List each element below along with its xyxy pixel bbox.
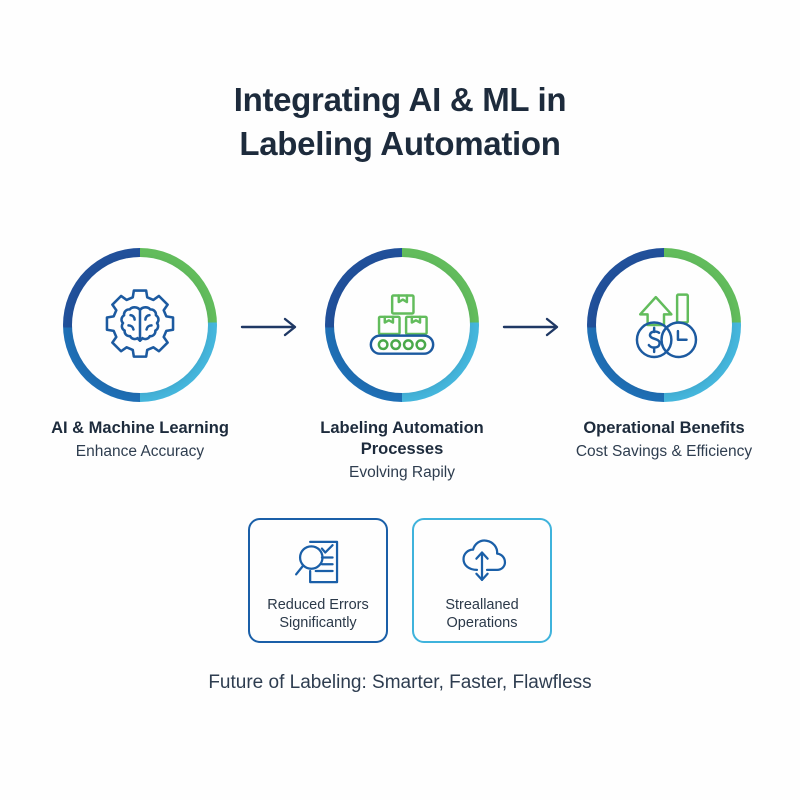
page-title-line-2: Labeling Automation bbox=[239, 124, 561, 162]
connector-arrow-2 bbox=[502, 316, 564, 343]
step-subtitle-3: Cost Savings & Efficiency bbox=[575, 443, 753, 461]
conveyor-belt-boxes-icon bbox=[369, 294, 435, 355]
benefit-cards-row: Reduced Errors Significantly Streallaned… bbox=[0, 518, 800, 643]
step-title-3: Operational Benefits bbox=[583, 419, 745, 437]
step-icon-container-2 bbox=[334, 257, 470, 393]
magnifier-checklist-icon bbox=[295, 540, 339, 584]
step-caption-1: AI & Machine Learning Enhance Accuracy bbox=[25, 418, 255, 462]
benefit-card-label-1: Reduced Errors Significantly bbox=[267, 597, 369, 632]
benefit-card-label-2: Streallaned Operations bbox=[445, 597, 519, 632]
step-icon-container-3 bbox=[596, 257, 732, 393]
footer-tagline: Future of Labeling: Smarter, Faster, Fla… bbox=[208, 672, 592, 693]
process-step-ai-machine-learning: AI & Machine Learning Enhance Accuracy bbox=[40, 248, 240, 462]
process-steps-row: AI & Machine Learning Enhance Accuracy bbox=[40, 248, 760, 483]
step-caption-3: Operational Benefits Cost Savings & Effi… bbox=[549, 418, 779, 462]
cost-savings-clock-icon bbox=[635, 293, 698, 359]
brain-gear-icon bbox=[105, 289, 175, 358]
step-ring-2 bbox=[325, 248, 479, 402]
step-icon-container-1 bbox=[72, 257, 208, 393]
cloud-sync-icon bbox=[462, 539, 507, 582]
arrow-right-icon bbox=[502, 317, 559, 337]
step-ring-1 bbox=[63, 248, 217, 402]
process-step-labeling-automation: Labeling Automation Processes Evolving R… bbox=[302, 248, 502, 483]
step-ring-3 bbox=[587, 248, 741, 402]
process-step-operational-benefits: Operational Benefits Cost Savings & Effi… bbox=[564, 248, 764, 462]
benefit-card-reduced-errors[interactable]: Reduced Errors Significantly bbox=[248, 518, 388, 643]
step-caption-2: Labeling Automation Processes Evolving R… bbox=[287, 418, 517, 483]
page-title-line-1: Integrating AI & ML in bbox=[233, 81, 567, 118]
arrow-right-icon bbox=[240, 317, 297, 337]
step-subtitle-2: Evolving Rapily bbox=[349, 464, 455, 482]
step-title-2: Labeling Automation Processes bbox=[320, 419, 484, 459]
step-subtitle-1: Enhance Accuracy bbox=[75, 443, 205, 461]
connector-arrow-1 bbox=[240, 316, 302, 343]
page-title: Integrating AI & ML in Labeling Automati… bbox=[0, 78, 800, 165]
step-title-1: AI & Machine Learning bbox=[51, 419, 229, 437]
benefit-card-streamlined-operations[interactable]: Streallaned Operations bbox=[412, 518, 552, 643]
